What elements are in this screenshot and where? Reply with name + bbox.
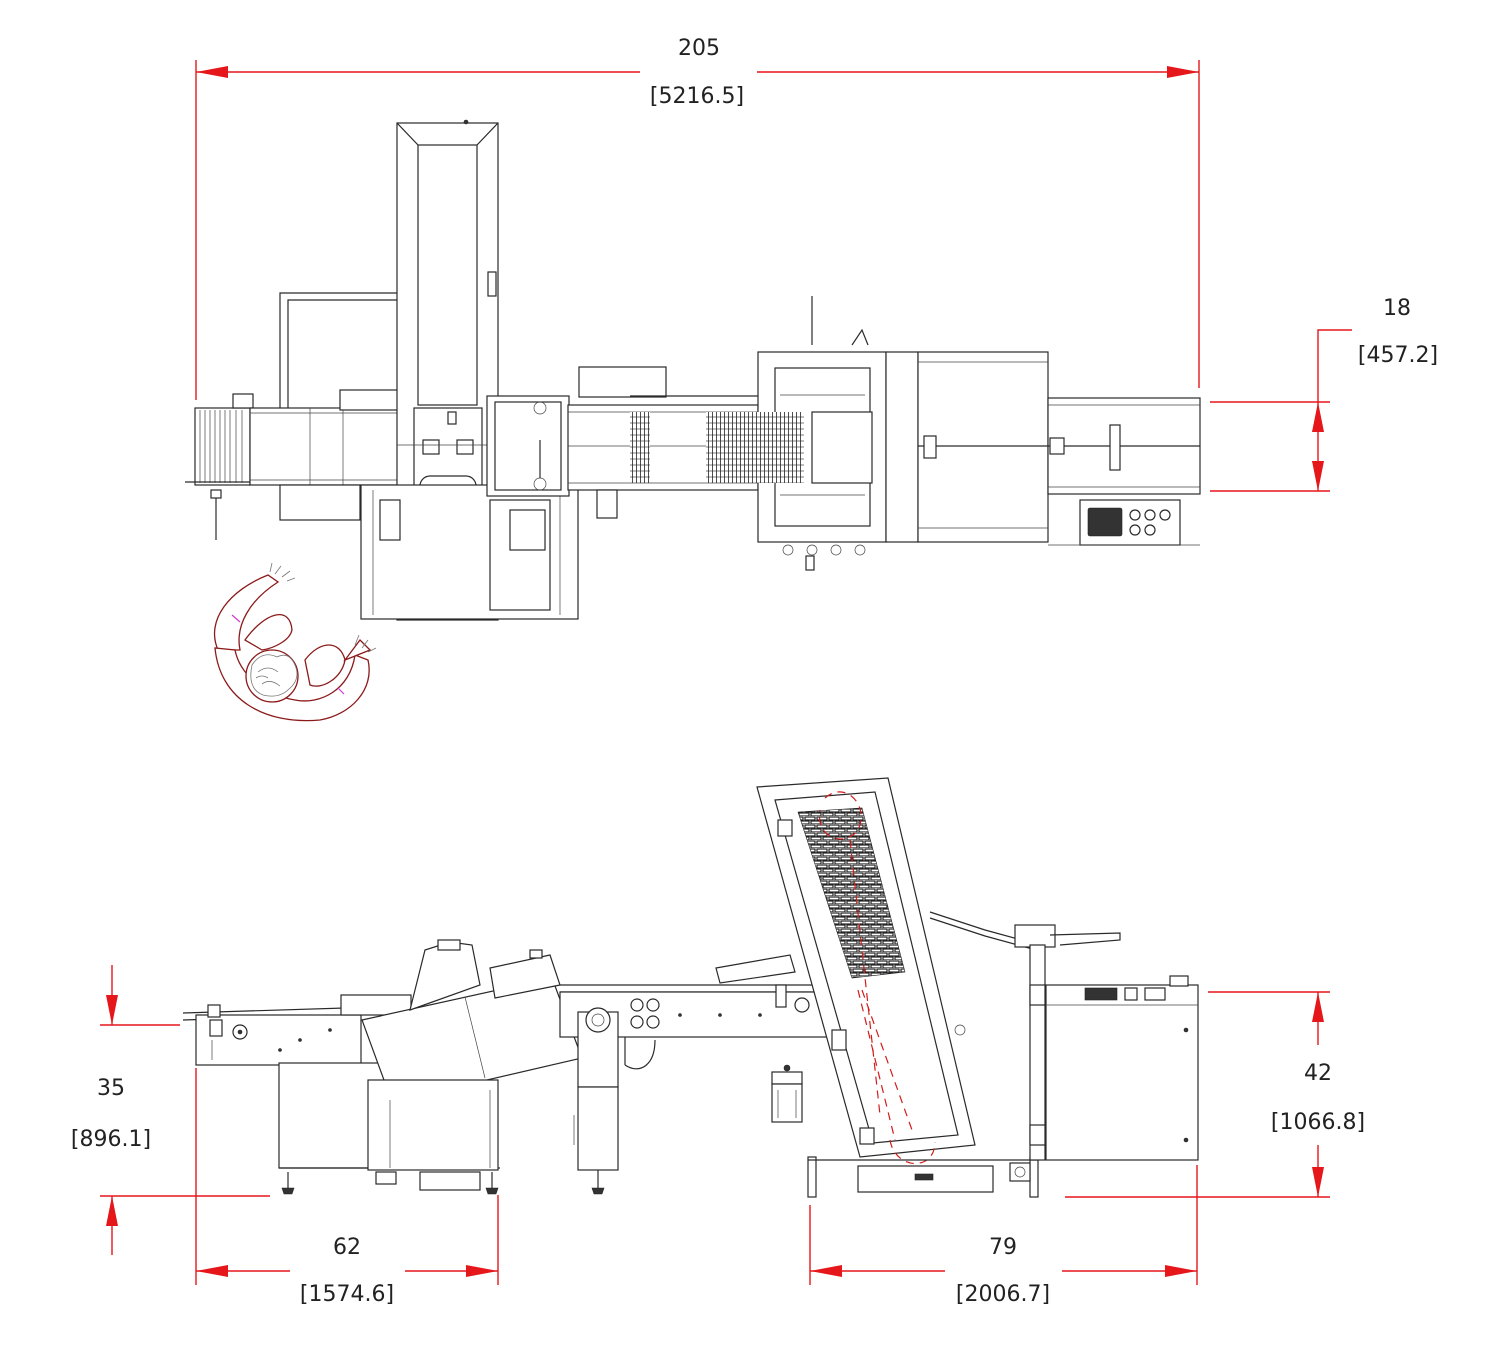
infeed-table-side	[182, 994, 500, 1169]
dimension-infeed-height-mm: [896.1]	[71, 1127, 151, 1152]
side-view: 35 [896.1] 42 [1066.8] 62 [1574.6]	[71, 777, 1365, 1307]
dimension-outfeed-section-length: 79 [2006.7]	[809, 1165, 1198, 1307]
dimension-infeed-height: 35 [896.1]	[71, 965, 270, 1255]
dimension-infeed-width: 18 [457.2]	[1210, 296, 1438, 492]
inclined-cutter-side	[756, 777, 1039, 1198]
dimension-overall-length-mm: [5216.5]	[650, 84, 744, 109]
cutting-unit-top	[724, 296, 919, 571]
outfeed-unit-top	[917, 351, 1201, 543]
dimension-infeed-section-length-inches: 62	[333, 1235, 361, 1260]
dimension-infeed-width-mm: [457.2]	[1358, 343, 1438, 368]
dimension-outfeed-section-length-inches: 79	[989, 1235, 1017, 1260]
upper-guard-frame	[279, 292, 401, 411]
tilted-hopper-side	[361, 939, 860, 1103]
dimension-outfeed-height: 42 [1066.8]	[1065, 991, 1365, 1198]
outfeed-frame-side	[929, 911, 1199, 1161]
dimension-overall-length: 205 [5216.5]	[195, 36, 1200, 400]
tower-base-frame	[360, 484, 579, 620]
operator-figure	[213, 562, 377, 722]
dimension-outfeed-section-length-mm: [2006.7]	[956, 1282, 1050, 1307]
dimension-outfeed-height-inches: 42	[1304, 1061, 1332, 1086]
dimension-infeed-height-inches: 35	[97, 1076, 125, 1101]
infeed-conveyor-top	[185, 393, 411, 540]
hopper-base-frame-side	[281, 1079, 499, 1195]
regulator-side	[771, 1064, 803, 1123]
dimension-infeed-section-length: 62 [1574.6]	[195, 1068, 499, 1307]
dimension-outfeed-height-mm: [1066.8]	[1271, 1110, 1365, 1135]
stacker-column-side	[573, 1007, 619, 1195]
dimension-infeed-width-inches: 18	[1383, 296, 1411, 321]
transfer-box-top	[486, 395, 570, 497]
dimension-overall-length-inches: 205	[678, 36, 720, 61]
top-view: 205 [5216.5] 18 [457.2]	[185, 36, 1438, 722]
dimension-infeed-section-length-mm: [1574.6]	[300, 1282, 394, 1307]
control-panel-top	[1048, 499, 1200, 546]
